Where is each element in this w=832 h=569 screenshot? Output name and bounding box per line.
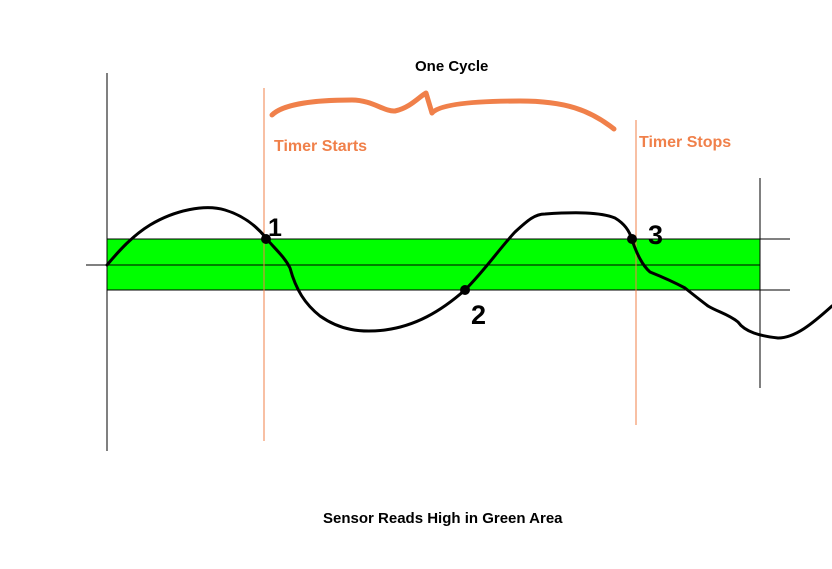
diagram-caption: Sensor Reads High in Green Area bbox=[323, 510, 563, 527]
point-2-label: 2 bbox=[471, 300, 486, 330]
timer-stop-label: Timer Stops bbox=[639, 134, 732, 151]
point-3-dot bbox=[627, 234, 637, 244]
cycle-brace bbox=[269, 90, 617, 132]
point-1-dot bbox=[261, 234, 271, 244]
timer-start-label: Timer Starts bbox=[274, 138, 368, 155]
diagram-title: One Cycle bbox=[415, 58, 489, 75]
point-2-dot bbox=[460, 285, 470, 295]
point-1-label: 1 bbox=[268, 214, 282, 242]
point-3-label: 3 bbox=[648, 220, 663, 250]
